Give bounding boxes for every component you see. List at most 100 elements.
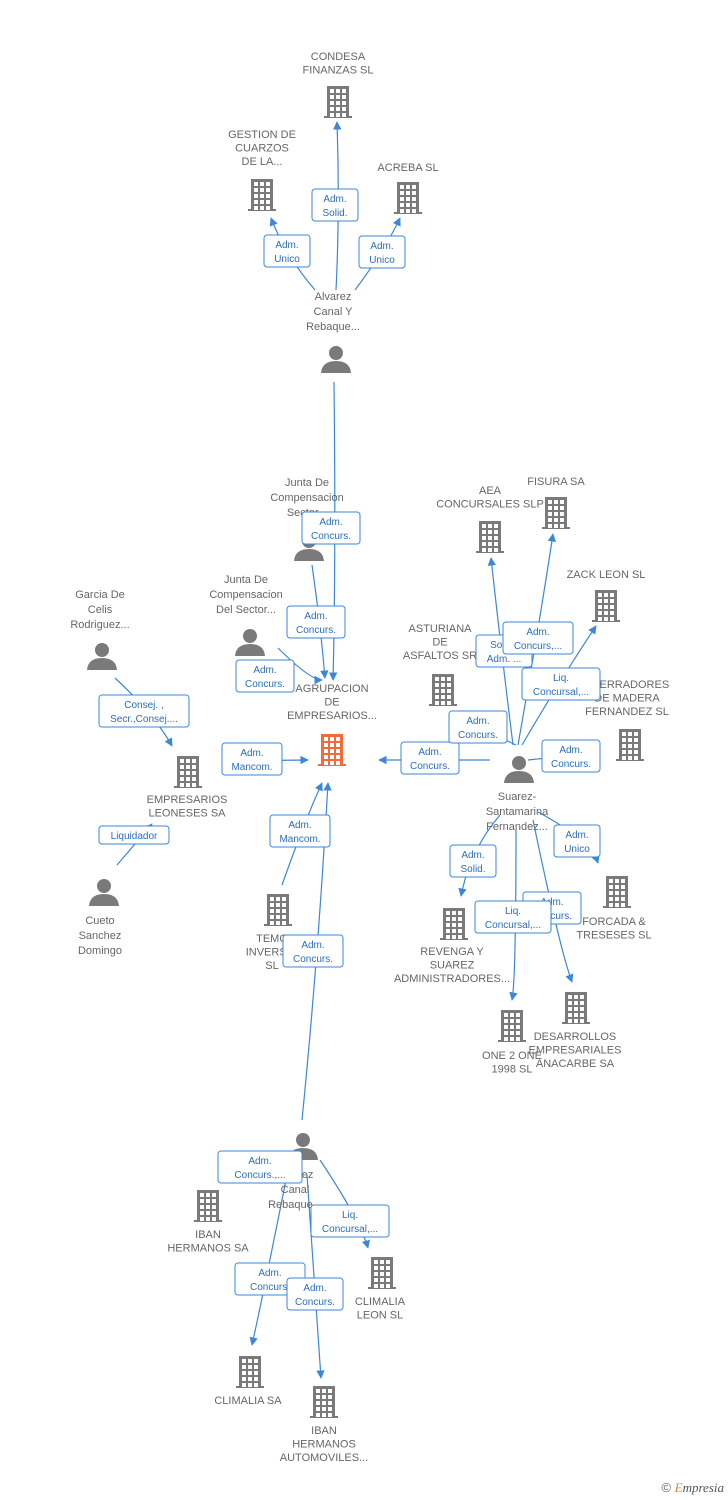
building-window bbox=[322, 1413, 326, 1417]
node-garcia[interactable]: Garcia DeCelisRodriguez... bbox=[70, 589, 130, 670]
relation-label-suarez-revenga[interactable]: Adm.Solid. bbox=[449, 844, 497, 878]
relation-label-alvarez1-gestion[interactable]: Adm.Unico bbox=[263, 234, 311, 268]
node-suarez[interactable]: Suarez-SantamarinaFernandez... bbox=[486, 756, 549, 833]
relation-label-alvarez2-ibanhermanos[interactable]: Adm.Concurs.,... bbox=[217, 1150, 303, 1184]
person-icon bbox=[97, 879, 111, 893]
building-window bbox=[242, 1365, 246, 1369]
relation-label-suarez-zack[interactable]: Liq.Concursal,... bbox=[521, 667, 601, 701]
building-window bbox=[276, 921, 280, 925]
relation-label-suarez-fisura[interactable]: Adm.Concurs,... bbox=[502, 621, 574, 655]
building-window bbox=[330, 761, 334, 765]
relation-label-leoneses-agrupacion[interactable]: Adm.Mancom. bbox=[221, 742, 283, 776]
node-label-asturiana: DE bbox=[432, 637, 447, 649]
relation-label-alvarez1-acreba[interactable]: Adm.Unico bbox=[358, 235, 406, 269]
building-window bbox=[266, 206, 270, 210]
person-icon bbox=[243, 629, 257, 643]
node-label-aea: CONCURSALES SLP bbox=[436, 499, 544, 511]
relation-label-suarez-agrupacion[interactable]: Adm.Concurs. bbox=[400, 741, 460, 775]
relation-label-suarez-aserradores[interactable]: Adm.Concurs. bbox=[541, 739, 601, 773]
building-window bbox=[441, 689, 445, 693]
edge-suarez-to-anacarbe bbox=[532, 819, 574, 983]
relation-label-alvarez2-climalialeon[interactable]: Liq.Concursal,... bbox=[310, 1204, 390, 1238]
relation-label-temo-agrupacion[interactable]: Adm.Mancom. bbox=[269, 814, 331, 848]
node-agrupacion[interactable]: AGRUPACIONDEEMPRESARIOS... bbox=[287, 683, 377, 766]
building-window bbox=[374, 1278, 378, 1282]
building-window bbox=[328, 1401, 332, 1405]
relation-label-junta1-agrupacion[interactable]: Adm.Concurs. bbox=[235, 659, 295, 693]
building-window bbox=[609, 885, 613, 889]
building-window bbox=[441, 695, 445, 699]
building-window bbox=[200, 1217, 204, 1221]
relation-label-box bbox=[235, 659, 295, 693]
building-window bbox=[482, 524, 486, 528]
relation-label-garcia-leoneses[interactable]: Consej. ,Secr.,Consej.... bbox=[98, 694, 190, 728]
building-window bbox=[260, 206, 264, 210]
relation-label-box bbox=[217, 1150, 303, 1184]
building-window bbox=[336, 101, 340, 105]
building-window bbox=[615, 885, 619, 889]
building-window bbox=[446, 923, 450, 927]
node-fisura[interactable]: FISURA SA bbox=[527, 476, 585, 529]
relation-label-suarez-forcada[interactable]: Adm.Unico bbox=[553, 824, 601, 858]
building-window bbox=[560, 518, 564, 522]
relation-label-text: Liq. bbox=[342, 1210, 358, 1221]
node-label-zack: ZACK LEON SL bbox=[567, 569, 646, 581]
node-label-agrupacion: AGRUPACION bbox=[295, 683, 368, 695]
relation-label-junta2-agrupacion[interactable]: Adm.Concurs. bbox=[286, 605, 346, 639]
node-label-garcia: Garcia De bbox=[75, 589, 125, 601]
building-window bbox=[598, 617, 602, 621]
building-window bbox=[254, 1371, 258, 1375]
relation-label-alvarez2-ibanauto[interactable]: Adm.Concurs. bbox=[286, 1277, 344, 1311]
relation-label-text: Unico bbox=[274, 254, 300, 265]
node-label-suarez: Suarez- bbox=[498, 791, 537, 803]
relation-label-text: Adm. bbox=[461, 850, 484, 861]
relation-label-text: Concurs. bbox=[295, 1297, 335, 1308]
building-window bbox=[270, 909, 274, 913]
relation-label-alvarez2-agrupacion[interactable]: Adm.Concurs. bbox=[282, 934, 344, 968]
node-label-condesa: FINANZAS SL bbox=[303, 65, 374, 77]
building-window bbox=[206, 1217, 210, 1221]
building-window bbox=[380, 1284, 384, 1288]
building-window bbox=[447, 677, 451, 681]
node-revenga[interactable]: REVENGA YSUAREZADMINISTRADORES... bbox=[394, 908, 510, 985]
building-window bbox=[621, 897, 625, 901]
node-climaliasa[interactable]: CLIMALIA SA bbox=[214, 1356, 282, 1407]
building-window bbox=[276, 903, 280, 907]
relation-label-box bbox=[301, 511, 361, 545]
building-window bbox=[548, 518, 552, 522]
relation-label-box bbox=[474, 900, 552, 934]
node-forcada[interactable]: FORCADA &TRESESES SL bbox=[576, 876, 652, 942]
building-window bbox=[254, 206, 258, 210]
relation-label-box bbox=[310, 1204, 390, 1238]
node-ibanauto[interactable]: IBANHERMANOSAUTOMOVILES... bbox=[280, 1386, 368, 1464]
building-window bbox=[336, 761, 340, 765]
relation-label-text: Mancom. bbox=[279, 834, 320, 845]
person-body bbox=[87, 658, 117, 670]
building-window bbox=[452, 911, 456, 915]
relation-label-alvarez1-agrupacion[interactable]: Adm.Concurs. bbox=[301, 511, 361, 545]
building-window bbox=[342, 101, 346, 105]
relation-label-alvarez1-condesa[interactable]: Adm.Solid. bbox=[311, 188, 359, 222]
node-zack[interactable]: ZACK LEON SL bbox=[567, 569, 646, 622]
relation-label-suarez-one2one[interactable]: Liq.Concursal,... bbox=[474, 900, 552, 934]
edge-alvarez1-to-agrupacion bbox=[328, 381, 338, 681]
building-window bbox=[452, 929, 456, 933]
building-window bbox=[568, 1013, 572, 1017]
relation-label-suarez-asturiana[interactable]: Adm.Concurs. bbox=[448, 710, 508, 744]
node-acreba[interactable]: ACREBA SL bbox=[377, 162, 439, 214]
relation-label-cueto-leoneses[interactable]: Liquidador bbox=[98, 825, 170, 845]
